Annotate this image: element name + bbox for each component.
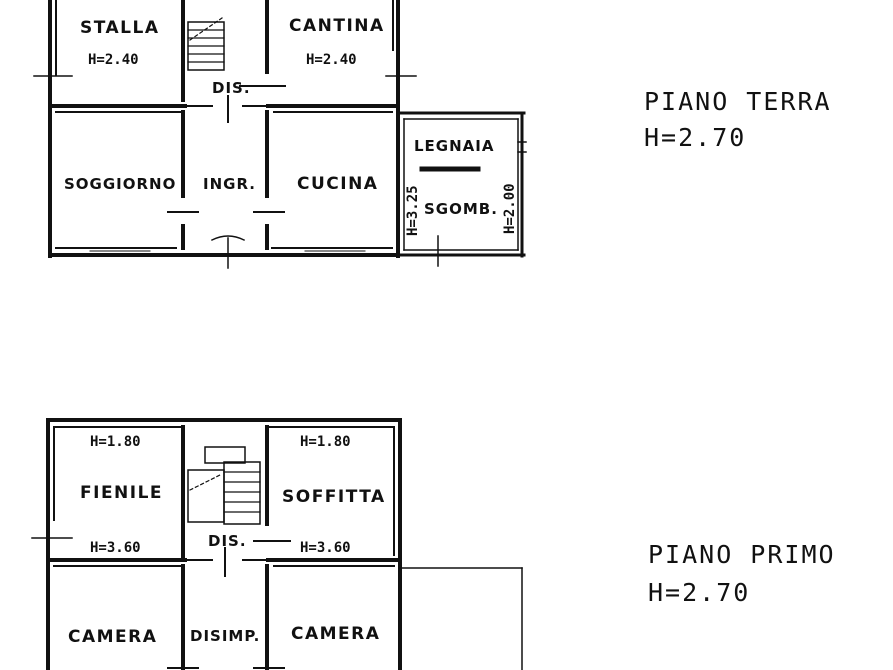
room-label-dis-first: DIS. [208, 532, 247, 550]
room-label-soggiorno: SOGGIORNO [64, 175, 176, 193]
floor-height-first: H=2.70 [648, 578, 750, 607]
room-label-soffitta: SOFFITTA [282, 487, 386, 507]
room-label-camera-left: CAMERA [68, 627, 157, 647]
room-label-fienile: FIENILE [80, 483, 163, 503]
height-label-cantina: H=2.40 [306, 52, 357, 68]
first-floor-walls [31, 418, 523, 670]
floor-height-ground: H=2.70 [644, 123, 746, 152]
height-label-fienile-bottom: H=3.60 [90, 540, 141, 556]
ground-floor-walls [33, 0, 527, 269]
room-label-stalla: STALLA [80, 18, 160, 38]
height-label-stalla: H=2.40 [88, 52, 139, 68]
room-label-ingr: INGR. [203, 175, 256, 193]
room-label-cantina: CANTINA [289, 16, 385, 36]
height-label-soffitta-bottom: H=3.60 [300, 540, 351, 556]
room-label-sgomb: SGOMB. [424, 200, 498, 218]
height-label-sgomb-left: H=3.25 [405, 185, 421, 236]
room-label-legnaia: LEGNAIA [414, 137, 494, 155]
room-label-dis-ground: DIS. [212, 79, 251, 97]
floor-title-first: PIANO PRIMO [648, 540, 836, 569]
room-label-cucina: CUCINA [297, 174, 378, 194]
height-label-soffitta-top: H=1.80 [300, 434, 351, 450]
room-label-camera-right: CAMERA [291, 624, 380, 644]
room-label-disimp: DISIMP. [190, 627, 260, 645]
height-label-fienile-top: H=1.80 [90, 434, 141, 450]
floor-title-ground: PIANO TERRA [644, 87, 832, 116]
height-label-sgomb-right: H=2.00 [502, 183, 518, 234]
